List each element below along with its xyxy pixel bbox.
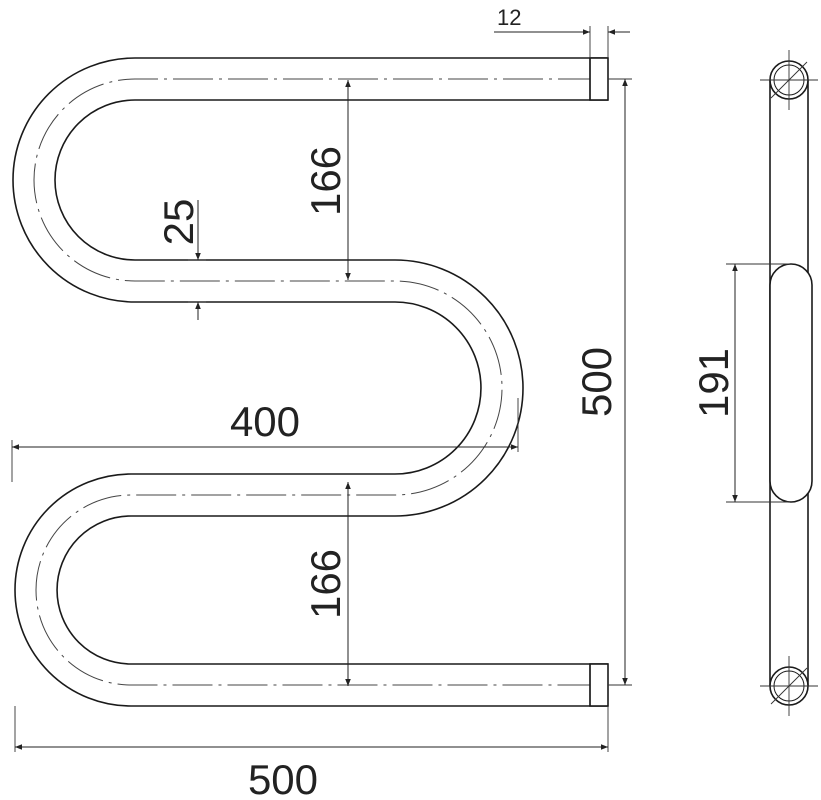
dimension-500-width-label: 500 [248, 756, 318, 800]
dimension-166-upper: 166 [302, 80, 351, 280]
dimension-12: 12 [494, 5, 630, 58]
pipe-inner-wall [54, 99, 608, 665]
dimension-25: 25 [155, 199, 206, 320]
dimension-500-height: 500 [573, 78, 632, 686]
dimension-400: 400 [11, 398, 519, 482]
bottom-pipe-end [589, 663, 609, 707]
pipe-outer-wall [12, 57, 608, 707]
top-pipe-end [589, 57, 609, 101]
dimension-500-width: 500 [14, 706, 609, 800]
dimension-12-label: 12 [497, 5, 521, 30]
dimension-400-label: 400 [230, 398, 300, 445]
dimension-500-height-label: 500 [573, 347, 620, 417]
dimension-166-upper-label: 166 [302, 146, 349, 216]
dimension-25-label: 25 [155, 199, 202, 246]
dimension-191-label: 191 [690, 348, 737, 418]
pipe-axis-line [33, 78, 598, 686]
dimension-166-lower: 166 [302, 482, 351, 686]
side-bracket [769, 263, 813, 503]
dimension-191: 191 [690, 263, 790, 503]
dimension-166-lower-label: 166 [302, 549, 349, 619]
side-view [760, 50, 818, 716]
